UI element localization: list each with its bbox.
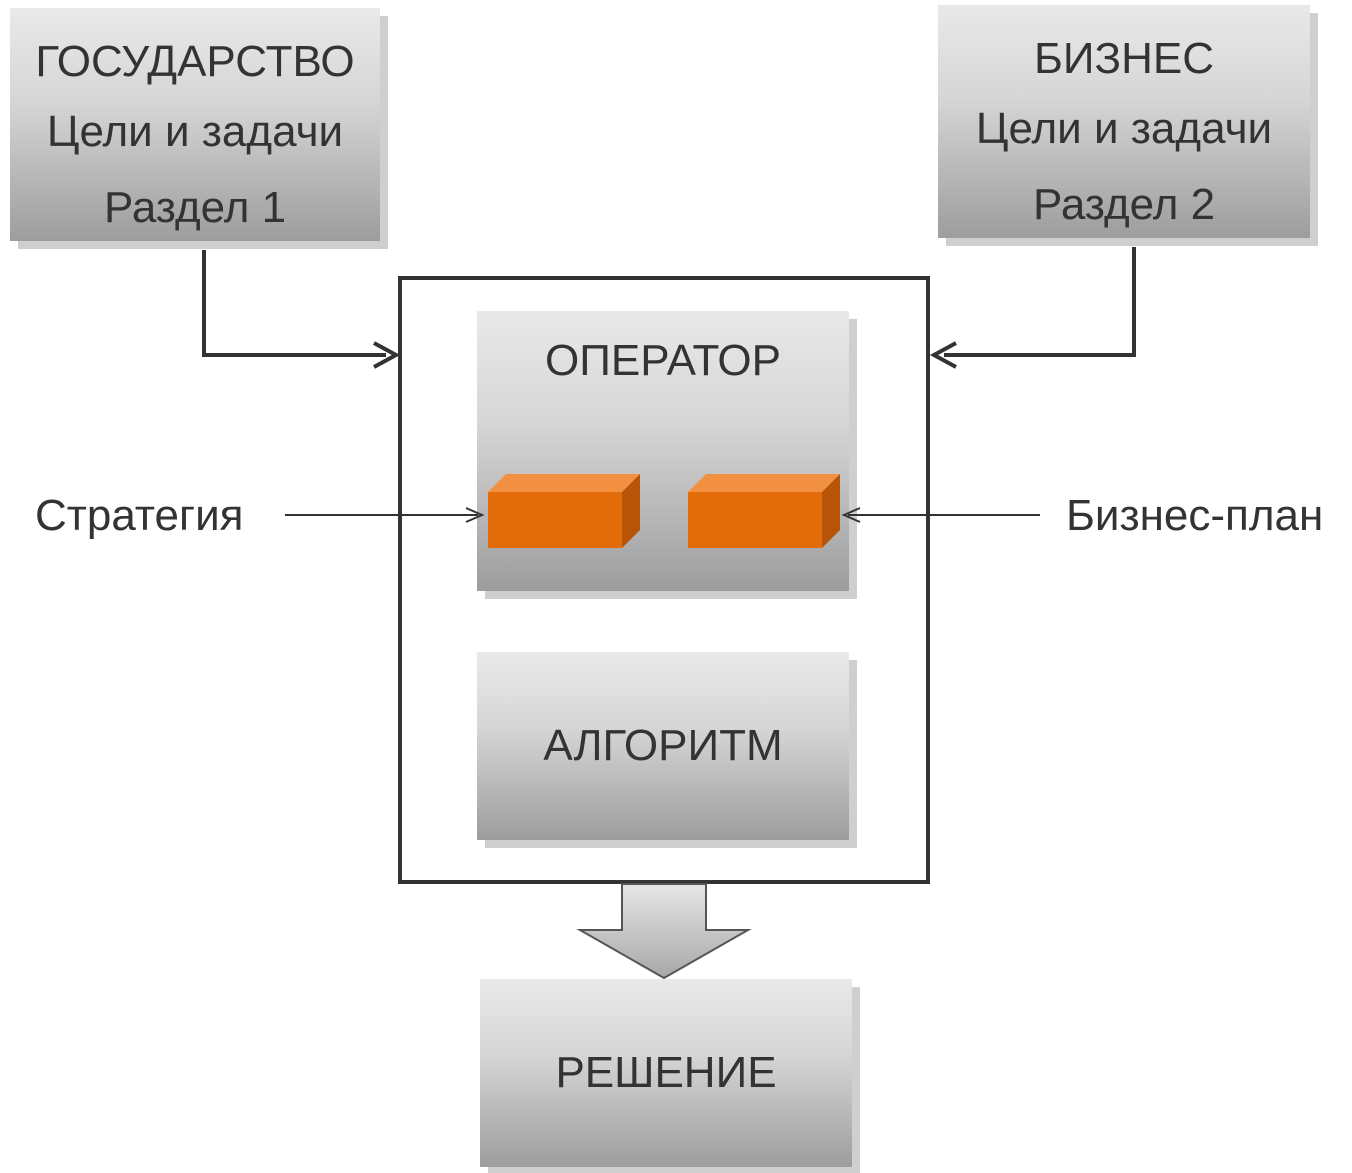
business-section: Раздел 2 xyxy=(1032,180,1216,229)
business-arrowhead-icon xyxy=(929,341,957,369)
government-arrowhead-icon xyxy=(373,341,401,369)
government-section: Раздел 1 xyxy=(103,183,287,232)
algorithm-title: АЛГОРИТМ xyxy=(543,721,783,770)
operator-box: ОПЕРАТОР xyxy=(477,311,849,591)
operator-title: ОПЕРАТОР xyxy=(545,336,781,385)
government-box: ГОСУДАРСТВО Цели и задачи Раздел 1 xyxy=(10,8,380,241)
decision-title: РЕШЕНИЕ xyxy=(555,1048,777,1097)
government-connector xyxy=(202,250,386,357)
system-frame xyxy=(398,276,930,884)
business-box: БИЗНЕС Цели и задачи Раздел 2 xyxy=(938,5,1310,238)
government-goals: Цели и задачи xyxy=(46,107,344,156)
business-plan-label: Бизнес-план xyxy=(1066,491,1324,540)
decision-arrow-icon xyxy=(576,883,752,980)
business-goals: Цели и задачи xyxy=(975,104,1273,153)
business-connector xyxy=(944,247,1136,357)
strategy-label: Стратегия xyxy=(35,491,244,540)
decision-box: РЕШЕНИЕ xyxy=(480,979,852,1167)
government-title: ГОСУДАРСТВО xyxy=(35,37,355,86)
algorithm-box: АЛГОРИТМ xyxy=(477,652,849,840)
business-title: БИЗНЕС xyxy=(1034,34,1214,83)
